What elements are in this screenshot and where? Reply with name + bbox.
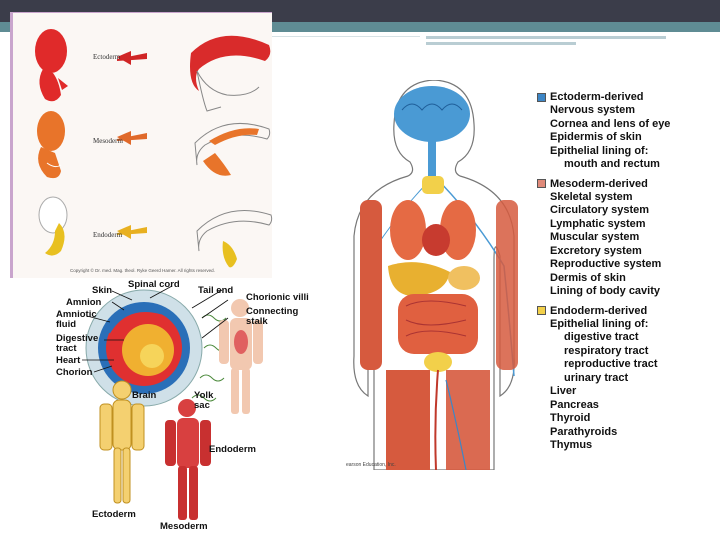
germ-layer-legend: Ectoderm-derived Nervous system Cornea a…: [537, 90, 717, 458]
spinal-cord-label: Spinal cord: [128, 280, 180, 290]
publisher-credit: earson Education, Inc.: [346, 462, 396, 468]
mesoderm-figure: [165, 399, 211, 520]
germ-layer-panel: Ectoderm Mesoderm Endoderm: [10, 12, 272, 278]
legend-item: Epithelial lining of:: [537, 318, 717, 332]
mesoderm-group: Mesoderm-derived Skeletal system Circula…: [537, 177, 717, 299]
endoderm-figure-label: Endoderm: [209, 445, 256, 455]
amniotic-fluid-label: Amniotic fluid: [56, 310, 97, 330]
endoderm-group: Endoderm-derived Epithelial lining of: d…: [537, 304, 717, 453]
legend-item: Skeletal system: [537, 191, 717, 205]
legend-item: Cornea and lens of eye: [537, 118, 717, 132]
mesoderm-row: [37, 111, 270, 178]
human-body-figure: [346, 80, 532, 470]
endoderm-heading: Endoderm-derived: [537, 304, 717, 318]
endoderm-row: [39, 197, 272, 267]
legend-subitem: mouth and rectum: [537, 158, 717, 172]
ectoderm-swatch: [537, 93, 546, 102]
ectoderm-group: Ectoderm-derived Nervous system Cornea a…: [537, 90, 717, 172]
legend-item: Nervous system: [537, 104, 717, 118]
yolk-sac-label: Yolk sac: [194, 391, 213, 411]
mesoderm-title: Mesoderm-derived: [550, 178, 648, 190]
legend-item: Pancreas: [537, 399, 717, 413]
body-systems-illustration: [346, 80, 532, 470]
legend-subitem: reproductive tract: [537, 358, 717, 372]
legend-subitem: digestive tract: [537, 331, 717, 345]
decorative-line: [270, 36, 420, 37]
mesoderm-swatch: [537, 179, 546, 188]
legend-item: Reproductive system: [537, 258, 717, 272]
legend-item: Dermis of skin: [537, 272, 717, 286]
legend-item: Parathyroids: [537, 426, 717, 440]
embryo-figure-panel: Skin Spinal cord Tail end Amnion Chorion…: [52, 278, 322, 540]
ectoderm-heading: Ectoderm-derived: [537, 90, 717, 104]
amnion-label: Amnion: [66, 298, 101, 308]
mesoderm-figure-label: Mesoderm: [160, 522, 208, 532]
copyright-note: Copyright © Dr. med. Mag. theol. Ryke Ge…: [70, 268, 215, 273]
decorative-line: [426, 36, 666, 39]
legend-item: Lining of body cavity: [537, 285, 717, 299]
legend-item: Liver: [537, 385, 717, 399]
germ-layer-illustration: [13, 13, 275, 279]
ectoderm-figure-label: Ectoderm: [92, 510, 136, 520]
legend-item: Thyroid: [537, 412, 717, 426]
decorative-line: [426, 42, 576, 45]
legend-item: Muscular system: [537, 231, 717, 245]
chorionic-villi-label: Chorionic villi: [246, 293, 309, 303]
digestive-tract-label: Digestive tract: [56, 334, 98, 354]
mesoderm-label: Mesoderm: [93, 137, 123, 145]
connecting-stalk-label: Connecting stalk: [246, 307, 298, 327]
ectoderm-title: Ectoderm-derived: [550, 91, 644, 103]
mesoderm-heading: Mesoderm-derived: [537, 177, 717, 191]
chorion-label: Chorion: [56, 368, 92, 378]
ectoderm-label: Ectoderm: [93, 53, 120, 61]
heart-label: Heart: [56, 356, 80, 366]
tail-end-label: Tail end: [198, 286, 233, 296]
endoderm-swatch: [537, 306, 546, 315]
ectoderm-row: [35, 29, 270, 111]
endoderm-title: Endoderm-derived: [550, 305, 647, 317]
endoderm-label: Endoderm: [93, 231, 122, 239]
legend-item: Circulatory system: [537, 204, 717, 218]
legend-item: Thymus: [537, 439, 717, 453]
brain-label: Brain: [132, 391, 156, 401]
legend-subitem: respiratory tract: [537, 345, 717, 359]
legend-item: Excretory system: [537, 245, 717, 259]
legend-item: Lymphatic system: [537, 218, 717, 232]
legend-item: Epithelial lining of:: [537, 145, 717, 159]
skin-label: Skin: [92, 286, 112, 296]
legend-item: Epidermis of skin: [537, 131, 717, 145]
legend-subitem: urinary tract: [537, 372, 717, 386]
